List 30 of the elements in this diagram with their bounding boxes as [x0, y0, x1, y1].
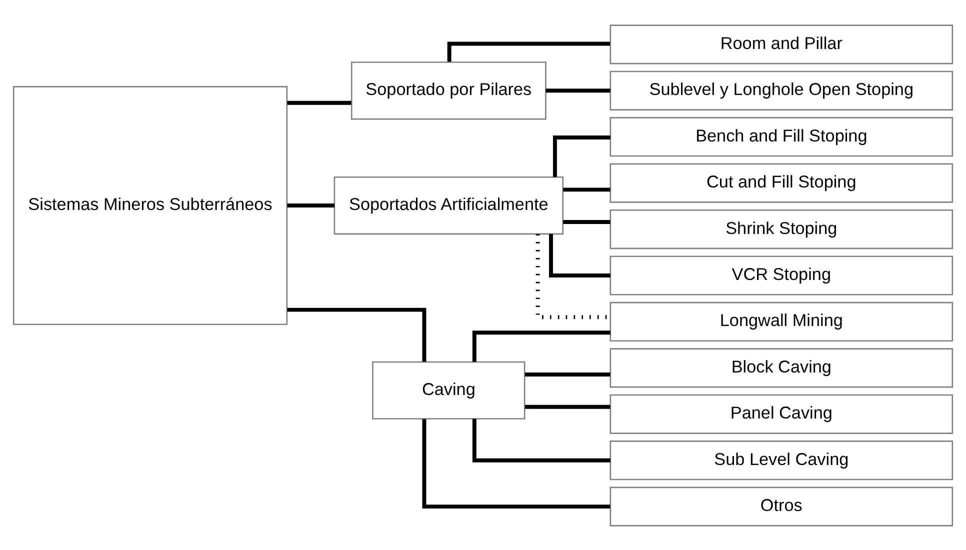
node-box: Longwall Mining: [610, 301, 954, 342]
connector: [287, 307, 426, 362]
connector: [546, 88, 610, 92]
node-box: Cut and Fill Stoping: [610, 162, 954, 202]
node-box: Soportado por Pilares: [350, 61, 546, 120]
node-box: Shrink Stoping: [610, 208, 954, 249]
node-box: Panel Caving: [610, 394, 954, 434]
connector: [536, 234, 610, 319]
node-box: Sistemas Mineros Subterráneos: [12, 86, 288, 325]
connector: [287, 100, 352, 104]
node-box: Sub Level Caving: [610, 440, 954, 480]
connector: [549, 233, 610, 277]
connector: [472, 330, 610, 362]
node-box: Bench and Fill Stoping: [610, 116, 954, 156]
node-box: Otros: [610, 486, 954, 526]
node-box: VCR Stoping: [610, 255, 954, 295]
node-box: Sublevel y Longhole Open Stoping: [610, 70, 954, 110]
connector: [525, 404, 610, 408]
node-box: Caving: [372, 360, 526, 419]
connector: [287, 203, 334, 207]
connector: [563, 220, 610, 224]
connector: [563, 187, 610, 192]
connector: [472, 418, 610, 462]
node-box: Room and Pillar: [610, 24, 954, 64]
connector: [447, 41, 610, 62]
connector: [422, 418, 610, 508]
connector: [525, 372, 610, 376]
node-box: Soportados Artificialmente: [334, 176, 564, 234]
node-box: Block Caving: [610, 348, 954, 388]
connector: [552, 135, 610, 177]
